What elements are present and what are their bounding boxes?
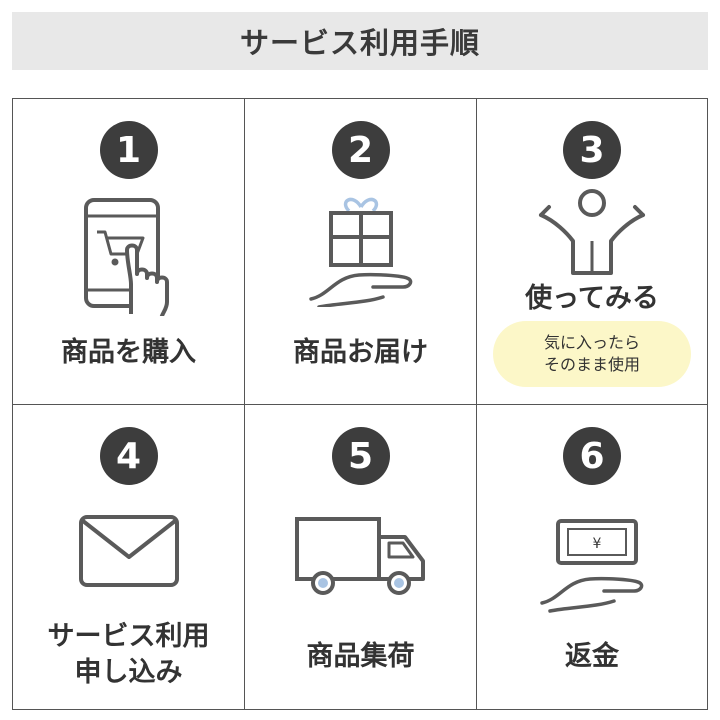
- note-line-1: 気に入ったら: [543, 333, 640, 352]
- note-line-2: そのまま使用: [543, 355, 640, 374]
- step-number-2: 2: [331, 121, 390, 179]
- step-number-1: 1: [99, 121, 158, 179]
- step-number-6: 6: [563, 427, 621, 485]
- step-label-1: 商品を購入: [61, 337, 196, 368]
- step-label-4-line-2: 申し込み: [74, 657, 183, 688]
- step-label-4: サービス利用 申し込み: [13, 619, 244, 691]
- smartphone-shopping-cart-icon: [83, 198, 169, 316]
- step-number-3: 3: [563, 121, 621, 179]
- step-number-5: 5: [331, 427, 390, 485]
- step-1: 1 商品を購入: [13, 99, 245, 405]
- yen-symbol: ¥: [593, 536, 602, 552]
- step-label-6: 返金: [565, 641, 619, 672]
- steps-grid: 1 商品を購入 2 商品お届け 3: [12, 98, 708, 710]
- step-label-4-line-1: サービス利用: [47, 621, 210, 652]
- envelope-icon: [78, 515, 179, 587]
- step-2: 2 商品お届け: [245, 99, 477, 405]
- delivery-truck-icon: [294, 517, 425, 595]
- step-number-4: 4: [99, 427, 158, 485]
- step-6: 6 ¥ 返金: [477, 405, 707, 709]
- step-4: 4 サービス利用 申し込み: [13, 405, 245, 709]
- note-bubble: 気に入ったら そのまま使用: [493, 321, 691, 387]
- step-label-5: 商品集荷: [306, 641, 415, 672]
- gift-hand-icon: [308, 197, 412, 307]
- step-5: 5 商品集荷: [245, 405, 477, 709]
- step-label-3: 使ってみる: [525, 283, 659, 314]
- yen-bill-hand-icon: ¥: [540, 519, 644, 613]
- step-3: 3 使ってみる 気に入ったら そのまま使用: [477, 99, 707, 405]
- person-arms-up-icon: [539, 189, 645, 275]
- step-label-2: 商品お届け: [293, 337, 428, 368]
- page-title: サービス利用手順: [12, 12, 708, 70]
